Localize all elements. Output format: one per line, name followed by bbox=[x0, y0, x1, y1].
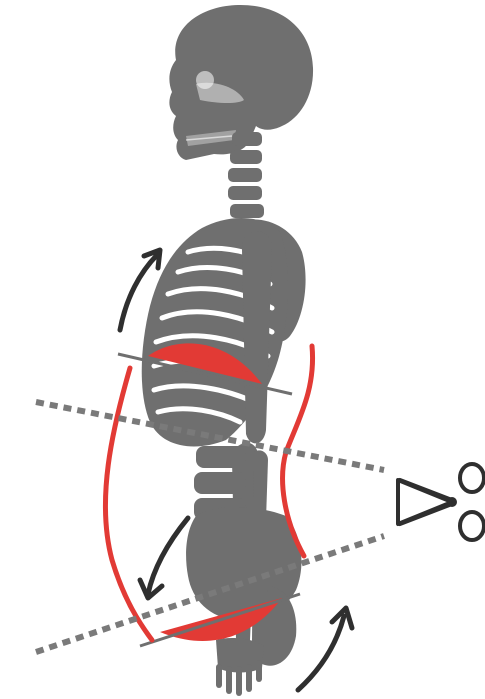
humerus bbox=[242, 231, 272, 443]
scissors-icon bbox=[398, 464, 484, 540]
hand bbox=[216, 638, 264, 696]
curved-arrow-icon bbox=[298, 608, 352, 690]
front-abdominal-curve bbox=[105, 368, 152, 640]
curved-arrow-icon bbox=[140, 518, 188, 598]
